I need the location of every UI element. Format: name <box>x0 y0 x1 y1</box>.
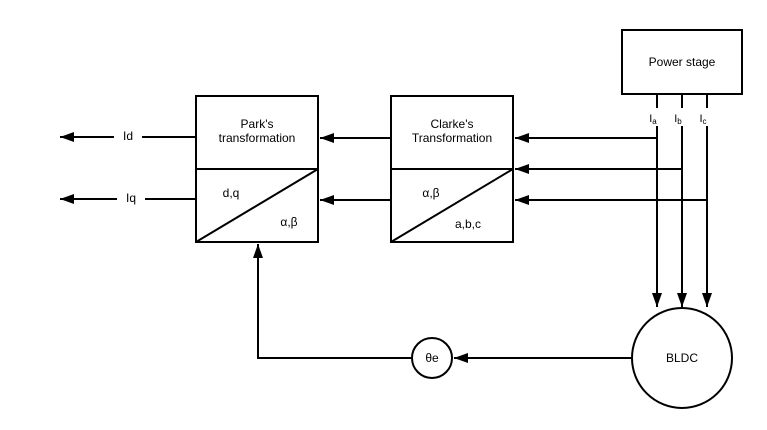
wire-theta-to-park <box>253 244 412 359</box>
park-title-line2: transformation <box>219 131 296 145</box>
park-alphabeta-label: α,β <box>280 215 297 229</box>
ia-label: Ia <box>649 113 657 126</box>
park-dq-label: d,q <box>223 186 240 200</box>
id-label-background <box>114 128 142 144</box>
ib-label: Ib <box>674 113 682 126</box>
clarke-abc-label: a,b,c <box>455 217 481 231</box>
park-transformation-block: Park's transformation d,q α,β <box>195 95 319 243</box>
park-title-line1: Park's <box>241 117 274 131</box>
power-stage-block: Power stage <box>621 29 743 95</box>
clarke-title-line1: Clarke's <box>431 117 474 131</box>
theta-e-node: θe <box>411 337 453 379</box>
iq-label: Iq <box>126 191 136 205</box>
clarke-transformation-block: Clarke's Transformation α,β a,b,c <box>390 95 514 243</box>
ic-label: Ic <box>699 113 706 126</box>
id-label: Id <box>123 129 133 143</box>
ib-label-background <box>669 108 688 126</box>
theta-e-label: θe <box>425 351 439 365</box>
bldc-node: BLDC <box>631 307 733 409</box>
id-wire-label: Id <box>114 128 142 144</box>
power-stage-box <box>621 29 743 95</box>
ia-wire-label: Ia <box>644 108 663 126</box>
ib-wire-label: Ib <box>669 108 688 126</box>
clarke-block-diagonal <box>390 168 514 243</box>
power-stage-label: Power stage <box>649 55 716 69</box>
iq-label-background <box>117 190 145 206</box>
theta-e-circle <box>411 337 453 379</box>
clarke-title-line2: Transformation <box>412 131 492 145</box>
clarke-alphabeta-label: α,β <box>422 186 439 200</box>
bldc-label: BLDC <box>666 351 698 365</box>
bldc-circle <box>631 307 733 409</box>
park-block-diagonal <box>195 168 319 243</box>
ic-wire-label: Ic <box>694 108 713 126</box>
iq-wire-label: Iq <box>117 190 145 206</box>
ic-label-background <box>694 108 713 126</box>
ia-label-background <box>644 108 663 126</box>
